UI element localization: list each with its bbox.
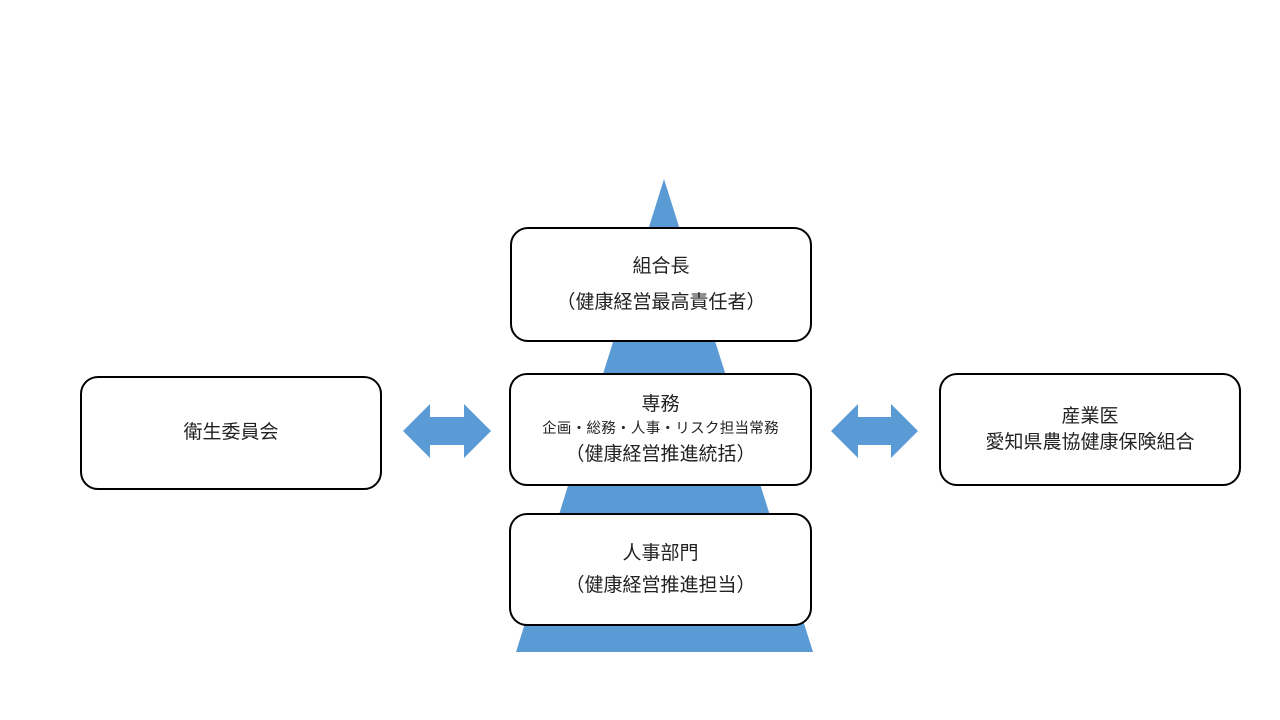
president-title: 組合長: [632, 254, 690, 277]
president-role: （健康経営最高責任者）: [556, 290, 766, 313]
hr-department-title: 人事部門: [622, 541, 699, 564]
director-title: 専務: [641, 392, 680, 415]
health-committee-box: 衛生委員会: [80, 376, 382, 490]
industrial-physician-title: 産業医: [1061, 404, 1119, 427]
director-role: （健康経営推進統括）: [565, 442, 756, 465]
industrial-physician-box: 産業医 愛知県農協健康保険組合: [939, 373, 1241, 486]
president-box: 組合長 （健康経営最高責任者）: [510, 227, 812, 342]
right-double-arrow: [831, 404, 918, 458]
hr-department-role: （健康経営推進担当）: [565, 573, 756, 596]
left-double-arrow: [403, 404, 491, 458]
director-box: 専務 企画・総務・人事・リスク担当常務 （健康経営推進統括）: [509, 373, 812, 486]
director-duties: 企画・総務・人事・リスク担当常務: [542, 421, 779, 438]
hr-department-box: 人事部門 （健康経営推進担当）: [509, 513, 812, 626]
health-committee-title: 衛生委員会: [183, 421, 279, 444]
industrial-physician-org: 愛知県農協健康保険組合: [985, 430, 1195, 453]
